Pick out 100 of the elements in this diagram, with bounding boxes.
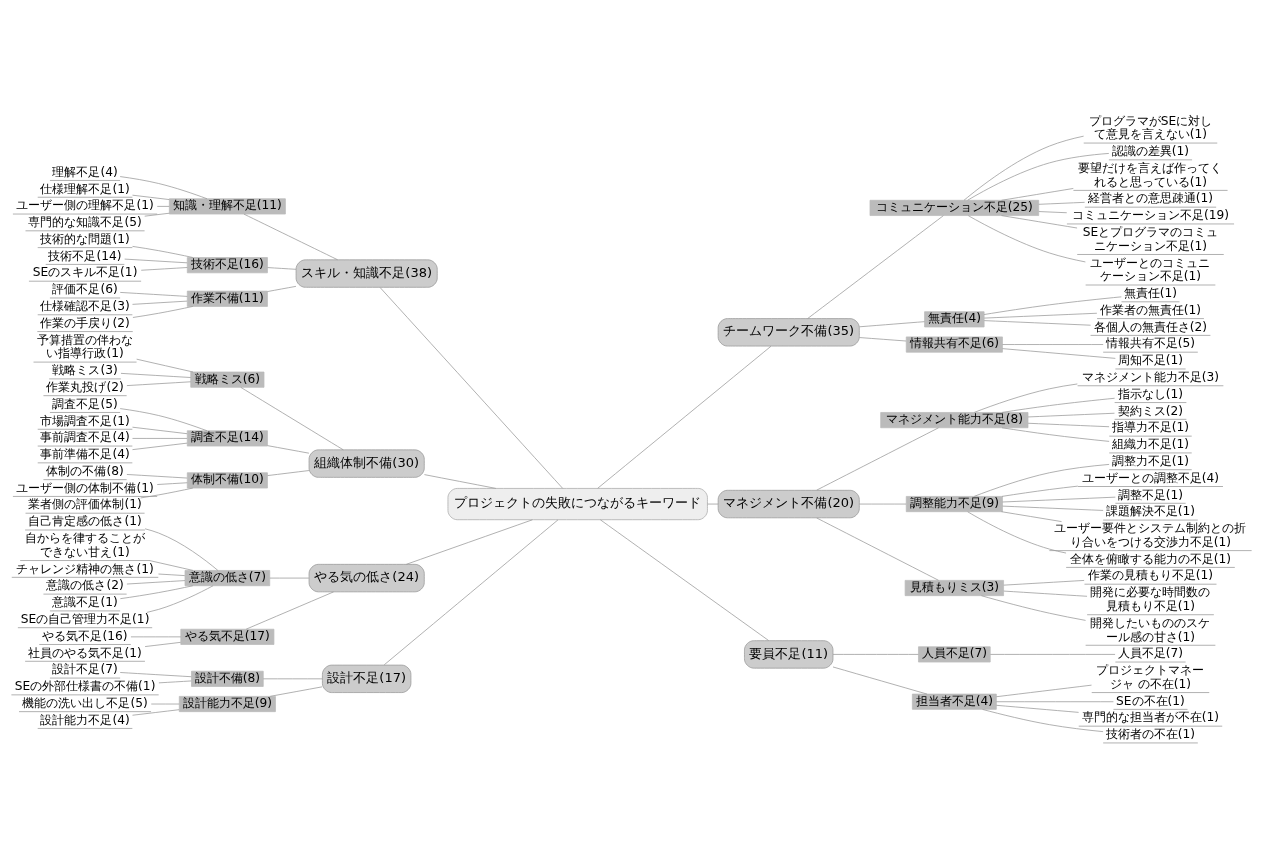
node-box: 技術不足(16): [186, 256, 268, 273]
connector: [156, 205, 170, 207]
connector: [119, 671, 192, 677]
node-box: 調整能力不足(9): [905, 495, 1003, 512]
connector: [832, 653, 919, 655]
node-text: 仕様理解不足(1): [40, 181, 130, 196]
node-box: コミュニケーション不足(25): [869, 199, 1040, 216]
node-box: 設計不足(17): [322, 664, 412, 693]
connector: [130, 636, 182, 637]
node-text: 意識不足(1): [52, 594, 118, 609]
connector: [144, 212, 170, 217]
connector: [1001, 485, 1079, 497]
connector: [119, 291, 188, 297]
node-text: 作業の手戻り(2): [40, 315, 130, 330]
node-text: 情報共有不足(5): [1105, 335, 1196, 350]
node-text: 指示なし(1): [1117, 386, 1184, 401]
node-text: ユーザー要件とシステム制約との折り合いをつける交渉力不足(1): [1054, 520, 1247, 549]
node-text: 自からを律することができない甘え(1): [25, 530, 146, 559]
connector: [126, 579, 186, 584]
node-text: プログラマがSEに対して意見を言えない(1): [1088, 113, 1213, 141]
node-box: 要員不足(11): [744, 639, 834, 669]
node-box: やる気の低さ(24): [308, 563, 425, 592]
node-text: 設計不足(7): [52, 661, 118, 676]
connector: [989, 653, 1116, 655]
connector: [1001, 397, 1115, 413]
connector: [968, 214, 1086, 262]
connector: [982, 708, 1104, 732]
node-box: 見積もりミス(3): [904, 579, 1004, 596]
node-box: マネジメント能力不足(8): [880, 411, 1029, 428]
node-box: 無責任(4): [924, 310, 985, 327]
node-text: 調査不足(5): [52, 396, 118, 411]
node-text: 調整不足(1): [1117, 487, 1184, 502]
node-text: 機能の洗い出し不足(5): [22, 695, 148, 710]
node-text: 課題解決不足(1): [1105, 503, 1196, 518]
node-text: 開発したいもののスケール感の甘さ(1): [1090, 615, 1211, 644]
connector: [832, 666, 928, 694]
connector: [140, 487, 194, 498]
node-text: ユーザーとの調整不足(4): [1081, 470, 1220, 485]
node-text: 意識の低さ(2): [46, 577, 124, 592]
node-text: 理解不足(4): [52, 164, 118, 179]
node-box: 情報共有不足(6): [905, 336, 1003, 353]
node-text: 認識の差異(1): [1111, 143, 1190, 158]
connector: [1001, 426, 1110, 442]
connector: [132, 245, 194, 258]
connector: [150, 703, 180, 704]
connector: [126, 473, 188, 478]
connector: [973, 463, 1110, 497]
node-text: 仕様確認不足(3): [40, 298, 130, 313]
node-text: マネジメント能力不足(3): [1081, 369, 1220, 384]
connector: [1002, 347, 1116, 359]
connector: [1001, 214, 1078, 228]
connector: [816, 426, 939, 491]
node-text: コミュニケーション不足(19): [1071, 207, 1230, 222]
node-text: 調整力不足(1): [1111, 453, 1190, 468]
node-text: SEとプログラマのコミュニケーション不足(1): [1082, 224, 1219, 253]
node-text: 作業の見積もり不足(1): [1087, 567, 1214, 582]
connector: [973, 383, 1078, 413]
node-box: 体制不備(10): [186, 471, 268, 488]
connector: [267, 266, 297, 270]
node-text: 作業者の無責任(1): [1099, 302, 1202, 317]
node-box: やる気不足(17): [180, 628, 275, 645]
connector: [1038, 201, 1086, 205]
node-text: 技術的な問題(1): [40, 231, 130, 246]
connector: [599, 518, 769, 641]
node-text: SEの自己管理力不足(1): [20, 611, 150, 626]
connector: [1001, 187, 1074, 201]
connector: [859, 503, 907, 504]
connector: [267, 469, 310, 476]
node-box: 調査不足(14): [186, 429, 268, 446]
connector: [983, 312, 1098, 318]
connector: [119, 407, 208, 431]
node-text: 作業丸投げ(2): [46, 379, 124, 394]
node-box: スキル・知識不足(38): [295, 258, 438, 288]
node-box: 設計不備(8): [191, 670, 264, 687]
connector: [245, 590, 335, 630]
connector: [816, 517, 939, 581]
node-text: チャレンジ精神の無さ(1): [16, 561, 154, 576]
node-text: 契約ミス(2): [1117, 403, 1184, 418]
connector: [126, 380, 192, 386]
node-text: 市場調査不足(1): [40, 413, 130, 428]
node-text: 指導力不足(1): [1111, 419, 1190, 434]
node-text: 事前準備不足(4): [40, 446, 130, 461]
node-text: 周知不足(1): [1117, 352, 1184, 367]
node-text: 専門的な知識不足(5): [28, 214, 142, 229]
connector: [132, 426, 188, 434]
node-text: 技術不足(14): [48, 248, 122, 263]
connector: [1002, 505, 1104, 511]
connector: [807, 214, 944, 319]
connector: [383, 519, 559, 665]
node-box: 戦略ミス(6): [190, 371, 265, 388]
node-text: ユーザー側の体制不備(1): [16, 480, 154, 495]
connector: [140, 266, 188, 271]
node-text: 設計能力不足(4): [40, 712, 130, 727]
node-text: 体制の不備(8): [46, 463, 124, 478]
connector: [158, 680, 192, 683]
node-text: SEのスキル不足(1): [32, 264, 138, 279]
node-box: 知識・理解不足(11): [169, 197, 286, 214]
connector: [967, 152, 1110, 201]
node-text: 無責任(1): [1123, 285, 1178, 300]
connector: [996, 684, 1092, 697]
